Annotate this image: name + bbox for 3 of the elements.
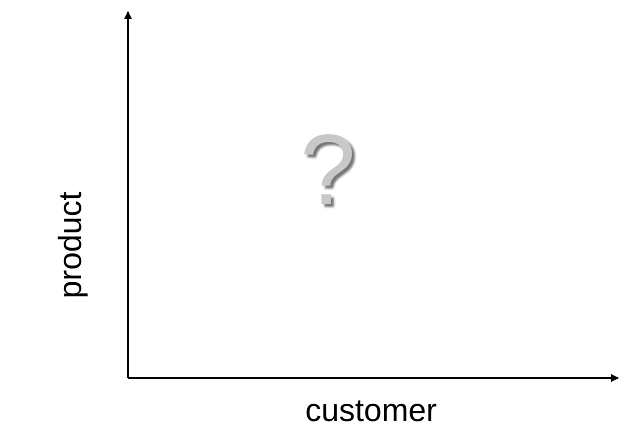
axis-label: customer [305,394,437,426]
axis-label: product [54,192,86,298]
question-mark: ? [300,120,356,220]
